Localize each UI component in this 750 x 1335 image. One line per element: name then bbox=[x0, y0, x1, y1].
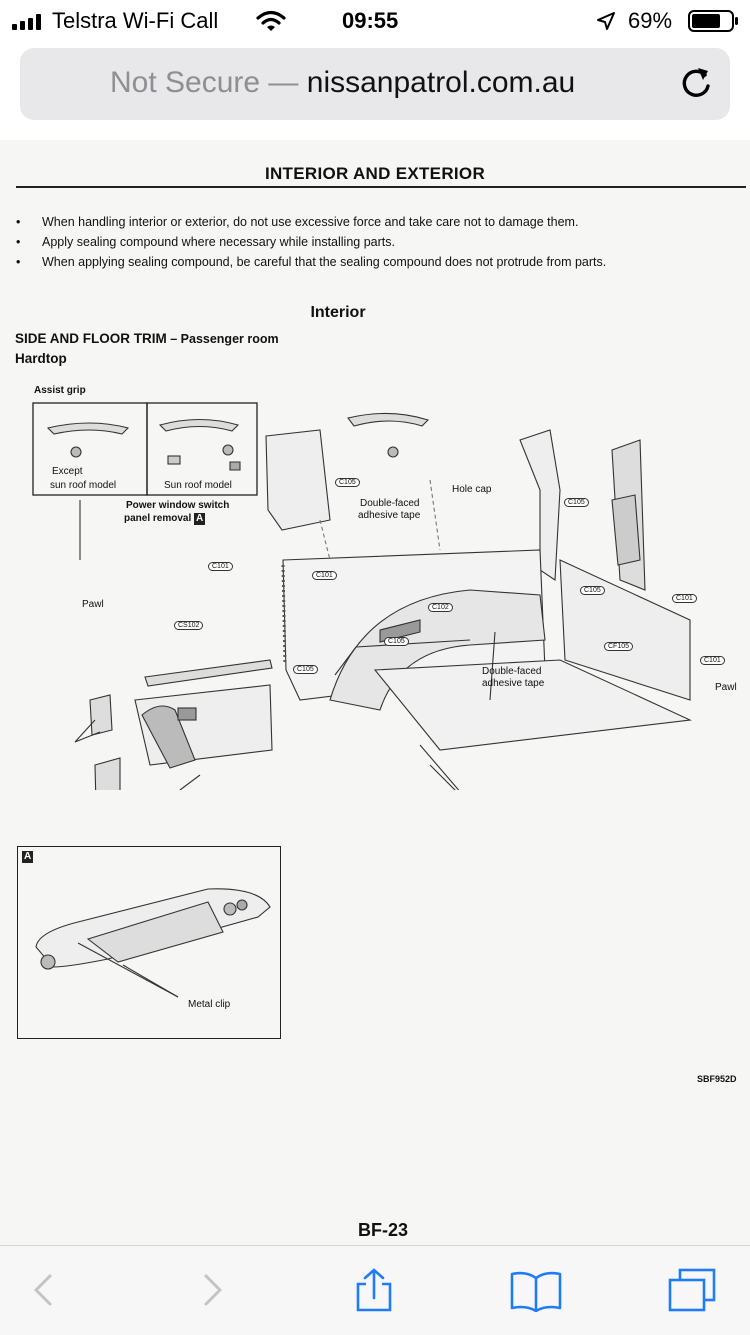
label-power-window: Power window switch bbox=[126, 500, 230, 511]
security-label: Not Secure bbox=[110, 66, 261, 99]
signal-icon bbox=[12, 14, 41, 30]
bullet-list: •When handling interior or exterior, do … bbox=[16, 212, 736, 272]
subsection-model: Hardtop bbox=[15, 351, 67, 366]
browser-toolbar bbox=[0, 1245, 750, 1335]
label-sunroof-model: Sun roof model bbox=[164, 480, 232, 491]
detail-a-drawing bbox=[35, 888, 271, 998]
url-display[interactable]: Not Secure — nissanpatrol.com.au bbox=[110, 66, 575, 100]
share-icon[interactable] bbox=[352, 1268, 396, 1312]
carrier-name: Telstra Wi-Fi Call bbox=[52, 8, 219, 33]
url-host: nissanpatrol.com.au bbox=[306, 66, 576, 99]
manual-page: INTERIOR AND EXTERIOR •When handling int… bbox=[0, 140, 750, 1245]
label-power-window-2: panel removal A bbox=[124, 513, 206, 525]
bullet-item: •When handling interior or exterior, do … bbox=[16, 212, 736, 232]
status-time: 09:55 bbox=[342, 8, 399, 33]
label-metal-clip: Metal clip bbox=[188, 999, 231, 1010]
trim-exploded-diagram bbox=[32, 402, 692, 790]
detail-a-box: A Metal clip bbox=[17, 846, 281, 1039]
clip-code: C101 bbox=[672, 594, 697, 603]
clip-code: C105 bbox=[293, 665, 318, 674]
chevron-right-icon[interactable] bbox=[190, 1268, 234, 1312]
section-title: Interior bbox=[310, 304, 366, 321]
label-pawl-right: Pawl bbox=[715, 682, 737, 693]
wifi-icon bbox=[256, 10, 286, 31]
subsection-heading: SIDE AND FLOOR TRIM – Passenger room bbox=[15, 331, 279, 346]
status-bar: Telstra Wi-Fi Call 09:55 69% bbox=[0, 0, 750, 40]
clip-code: C105 bbox=[335, 478, 360, 487]
clip-code: C101 bbox=[208, 562, 233, 571]
location-arrow-icon bbox=[597, 12, 615, 30]
clip-code: C102 bbox=[428, 603, 453, 612]
label-pawl-left: Pawl bbox=[82, 599, 104, 610]
label-double-faced-tape-b2: adhesive tape bbox=[482, 678, 545, 689]
clip-code: CF105 bbox=[604, 642, 634, 651]
battery-icon bbox=[688, 10, 738, 32]
battery-percent: 69% bbox=[628, 8, 673, 33]
label-assist-grip: Assist grip bbox=[34, 385, 86, 396]
label-except-sunroof: Except bbox=[52, 466, 83, 477]
label-double-faced-tape-b: Double-faced bbox=[482, 666, 542, 677]
clip-code: C101 bbox=[312, 571, 337, 580]
clip-code: C105 bbox=[564, 498, 589, 507]
url-separator: — bbox=[268, 66, 299, 99]
bullet-text: When applying sealing compound, be caref… bbox=[42, 255, 607, 269]
detail-a-tag: A bbox=[22, 851, 34, 863]
bullet-item: •Apply sealing compound where necessary … bbox=[16, 232, 736, 252]
clip-code: C105 bbox=[384, 637, 409, 646]
label-double-faced-tape-2: adhesive tape bbox=[358, 510, 421, 521]
clip-code: C105 bbox=[580, 586, 605, 595]
bullet-item: •When applying sealing compound, be care… bbox=[16, 252, 736, 272]
figure-code: SBF952D bbox=[697, 1074, 737, 1084]
book-icon[interactable] bbox=[510, 1268, 562, 1312]
address-bar[interactable]: Not Secure — nissanpatrol.com.au bbox=[20, 48, 730, 120]
label-hole-cap: Hole cap bbox=[452, 484, 492, 495]
bullet-text: When handling interior or exterior, do n… bbox=[42, 215, 579, 229]
reload-icon[interactable] bbox=[676, 64, 716, 104]
bullet-text: Apply sealing compound where necessary w… bbox=[42, 235, 395, 249]
clip-code: CS102 bbox=[174, 621, 204, 630]
label-double-faced-tape: Double-faced bbox=[360, 498, 420, 509]
label-except-sunroof-2: sun roof model bbox=[50, 480, 117, 491]
chevron-left-icon[interactable] bbox=[22, 1268, 66, 1312]
title-rule bbox=[16, 186, 746, 188]
clip-code: C101 bbox=[700, 656, 725, 665]
page-title: INTERIOR AND EXTERIOR bbox=[264, 164, 486, 183]
page-number: BF-23 bbox=[357, 1220, 408, 1240]
tabs-icon[interactable] bbox=[668, 1268, 718, 1312]
